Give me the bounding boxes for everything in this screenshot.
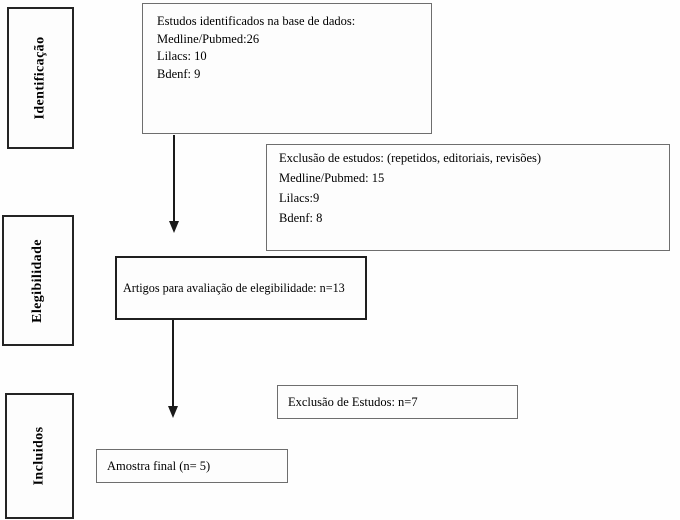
eligibility-box: Artigos para avaliação de elegibilidade:… bbox=[115, 256, 367, 320]
exclusion1-line-title: Exclusão de estudos: (repetidos, editori… bbox=[279, 151, 542, 165]
exclusion-studies-box: Exclusão de estudos: (repetidos, editori… bbox=[266, 144, 670, 251]
stage-box-elegibilidade: Elegibilidade bbox=[2, 215, 74, 346]
exclusion1-line-bdenf: Bdenf: 8 bbox=[279, 211, 323, 225]
final-sample-text: Amostra final (n= 5) bbox=[107, 458, 211, 473]
eligibility-text: Artigos para avaliação de elegibilidade:… bbox=[123, 280, 345, 295]
stage-box-incluidos: Incluidos bbox=[5, 393, 74, 519]
arrow-line-identified-to-eligibility bbox=[173, 135, 175, 222]
identified-studies-box: Estudos identificados na base de dados: … bbox=[142, 3, 432, 134]
arrow-line-eligibility-to-final bbox=[172, 320, 174, 407]
exclusion-n7-box: Exclusão de Estudos: n=7 bbox=[277, 385, 518, 419]
exclusion1-line-lilacs: Lilacs:9 bbox=[279, 191, 320, 205]
identified-line-lilacs: Lilacs: 10 bbox=[157, 49, 207, 63]
identified-line-medline: Medline/Pubmed:26 bbox=[157, 31, 260, 46]
stage-label-elegibilidade: Elegibilidade bbox=[30, 238, 45, 323]
arrowhead-eligibility-to-final bbox=[168, 406, 178, 418]
exclusion1-line-medline: Medline/Pubmed: 15 bbox=[279, 171, 385, 185]
arrowhead-identified-to-eligibility bbox=[169, 221, 179, 233]
exclusion-n7-text: Exclusão de Estudos: n=7 bbox=[288, 394, 418, 409]
final-sample-box: Amostra final (n= 5) bbox=[96, 449, 288, 483]
identified-line-bdenf: Bdenf: 9 bbox=[157, 66, 201, 81]
stage-box-identificacao: Identificação bbox=[7, 7, 74, 149]
stage-label-incluidos: Incluidos bbox=[31, 426, 47, 486]
stage-label-identificacao: Identificação bbox=[32, 36, 48, 120]
identified-line-title: Estudos identificados na base de dados: bbox=[157, 14, 356, 28]
